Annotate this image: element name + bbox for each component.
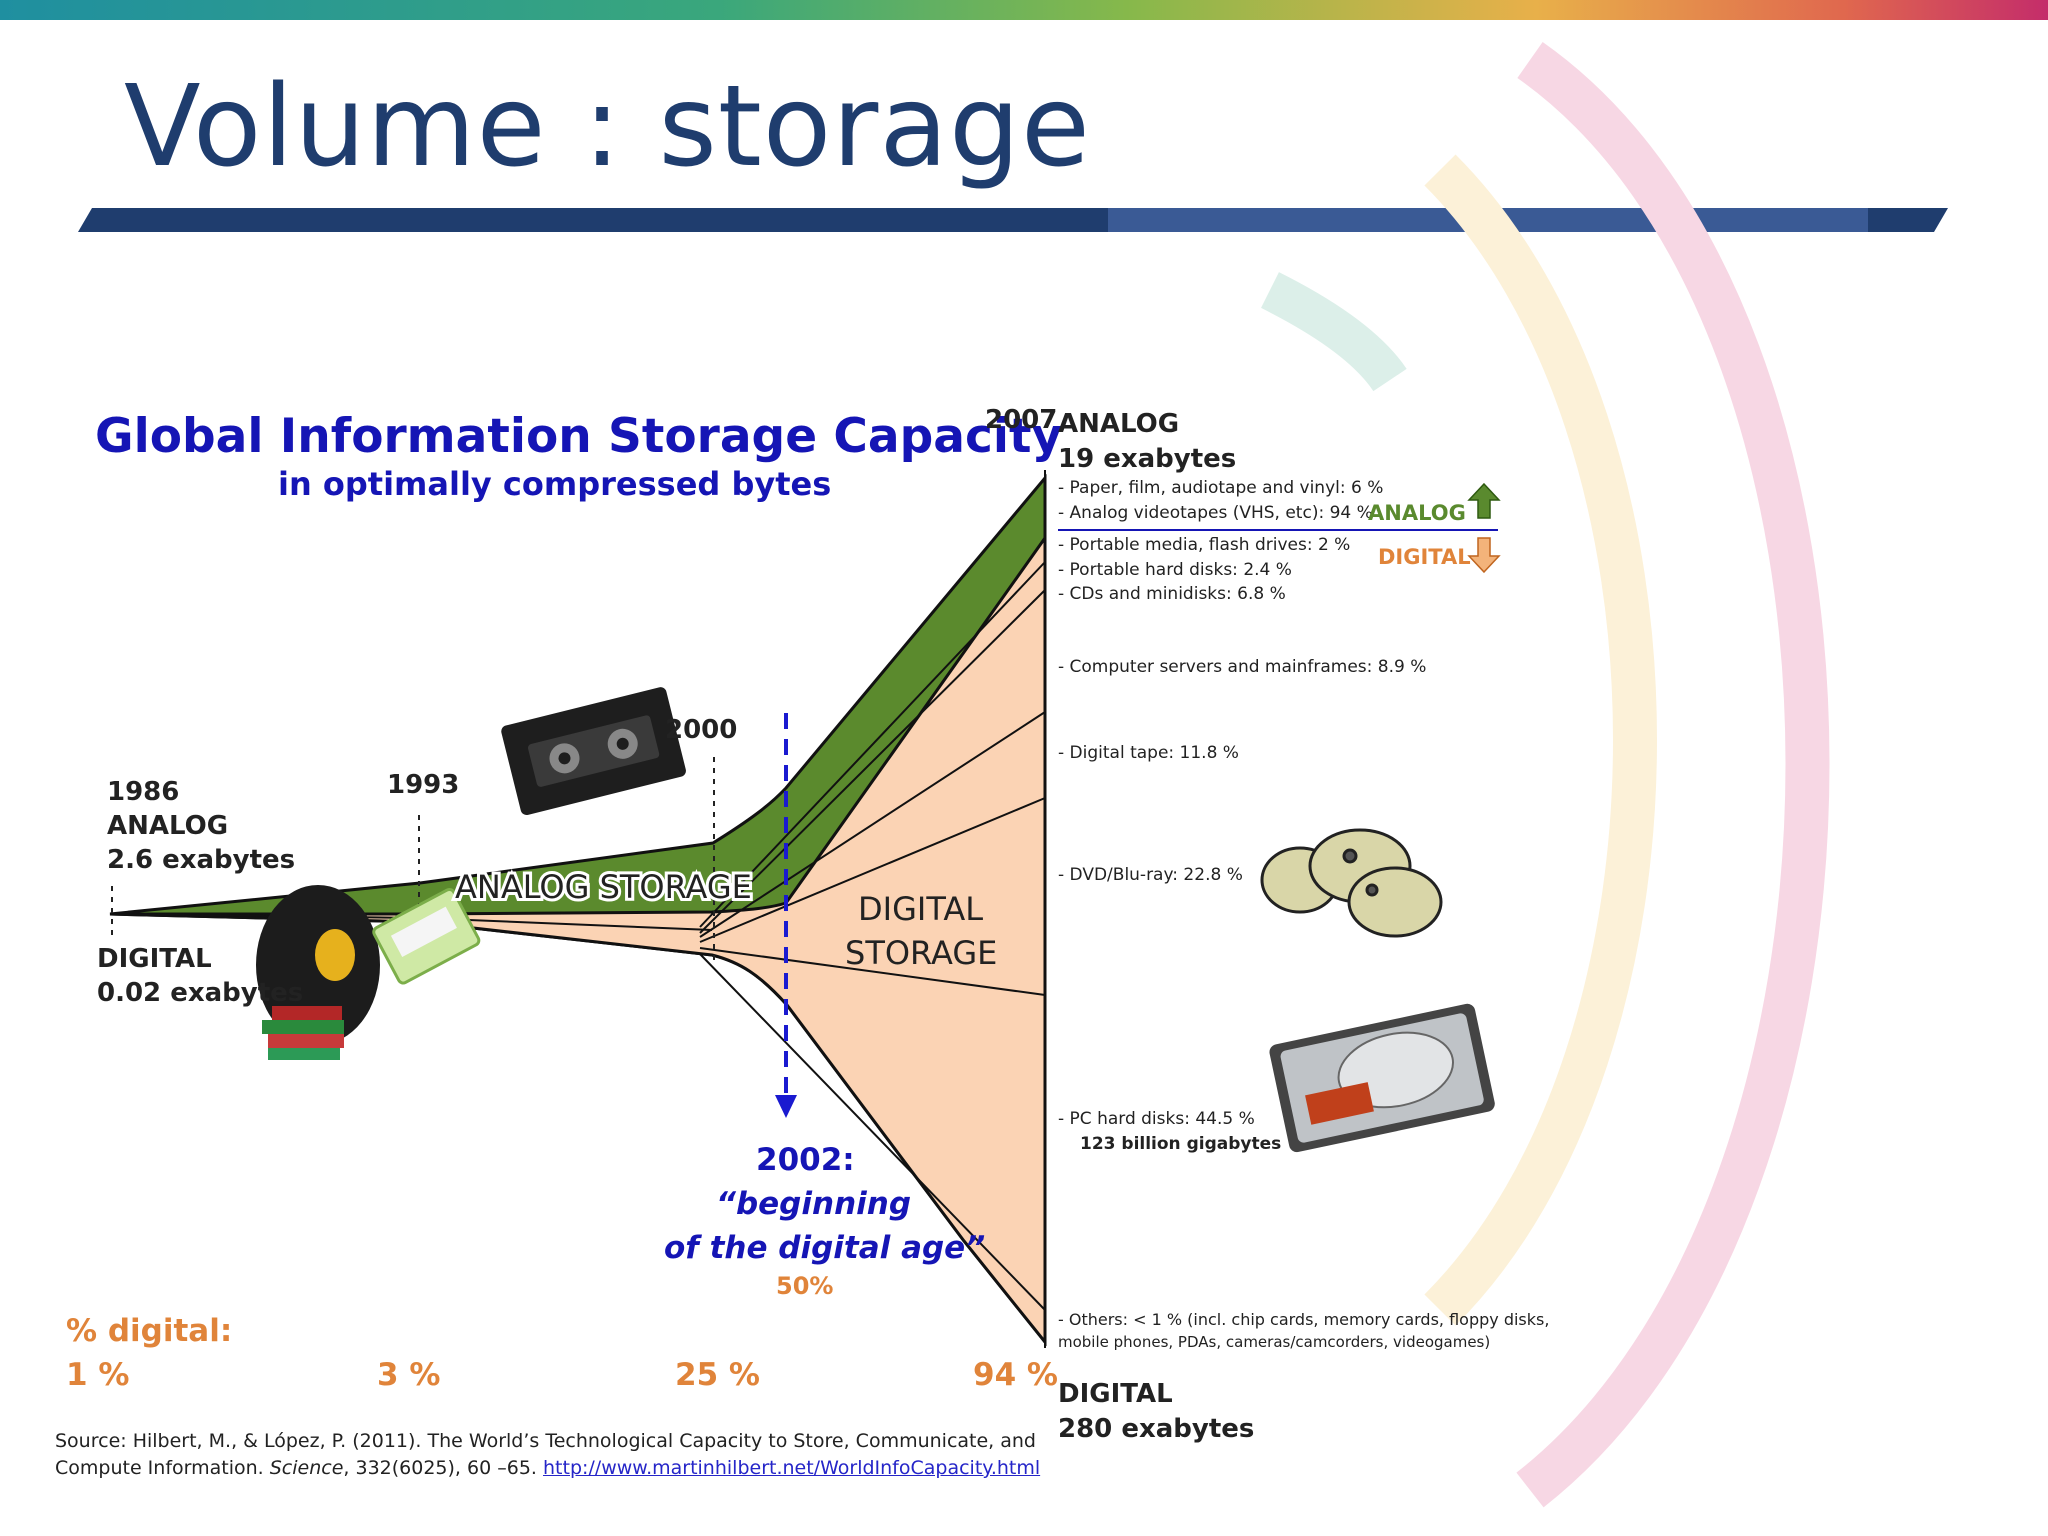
vinyl-record-icon: [256, 885, 380, 1045]
digital-breakdown-5: - DVD/Blu-ray: 22.8 %: [1058, 865, 1243, 885]
analog-1986-value: 2.6 exabytes: [107, 845, 295, 875]
digital-age-line2: of the digital age”: [664, 1230, 985, 1266]
digital-breakdown-1: - Portable hard disks: 2.4 %: [1058, 560, 1292, 580]
digital-breakdown-6: - PC hard disks: 44.5 %: [1058, 1109, 1255, 1129]
legend-analog: ANALOG: [1368, 501, 1466, 525]
source-line1: Source: Hilbert, M., & López, P. (2011).…: [55, 1430, 1036, 1452]
digital-breakdown-0: - Portable media, flash drives: 2 %: [1058, 535, 1350, 555]
digital-2007-value: 280 exabytes: [1058, 1414, 1254, 1444]
digital-split-lines: [109, 561, 1046, 1311]
pct-1993: 3 %: [377, 1357, 440, 1393]
digital-breakdown-2: - CDs and minidisks: 6.8 %: [1058, 584, 1286, 604]
digital-age-pct: 50%: [776, 1272, 833, 1300]
source-citation: Source: Hilbert, M., & López, P. (2011).…: [55, 1428, 1040, 1482]
dvd-discs-icon: [1260, 828, 1443, 938]
chart-subtitle: in optimally compressed bytes: [278, 465, 831, 503]
year-1993-label: 1993: [387, 770, 459, 800]
vhs-tape-icon: [501, 687, 686, 815]
year-2007-label: 2007: [985, 405, 1057, 435]
analog-storage-label-text: ANALOG STORAGE: [455, 868, 752, 906]
books-icon: [262, 1006, 344, 1060]
digital-age-marker: [775, 713, 797, 1118]
decorative-arcs: [1261, 42, 1830, 1508]
hard-disk-icon: [1269, 1003, 1495, 1153]
digital-age-year: 2002:: [756, 1142, 855, 1178]
source-line2-a: Compute Information.: [55, 1457, 264, 1479]
analog-breakdown-1: - Analog videotapes (VHS, etc): 94 %: [1058, 503, 1373, 523]
source-link[interactable]: http://www.martinhilbert.net/WorldInfoCa…: [543, 1457, 1041, 1479]
chart-title: Global Information Storage Capacity: [95, 409, 1062, 464]
top-accent-bar: [0, 0, 2048, 20]
digital-breakdown-3: - Computer servers and mainframes: 8.9 %: [1058, 657, 1426, 677]
digital-age-line1: “beginning: [716, 1186, 911, 1222]
pc-hard-disk-note: 123 billion gigabytes: [1080, 1134, 1281, 1154]
analog-storage-label: ANALOG STORAGE: [455, 868, 752, 906]
pct-digital-title: % digital:: [66, 1313, 232, 1349]
digital-breakdown-7: - Others: < 1 % (incl. chip cards, memor…: [1058, 1310, 1549, 1329]
year-2000-label: 2000: [665, 715, 737, 745]
pct-1986: 1 %: [66, 1357, 129, 1393]
cassette-icon: [372, 888, 481, 985]
digital-1986-label: DIGITAL: [97, 944, 212, 974]
analog-2007-label: ANALOG: [1058, 409, 1179, 439]
digital-storage-label-2: STORAGE: [845, 934, 997, 972]
digital-breakdown-4: - Digital tape: 11.8 %: [1058, 743, 1239, 763]
pct-2000: 25 %: [675, 1357, 760, 1393]
slide-title: Volume : storage: [124, 62, 1091, 192]
digital-storage-label-1: DIGITAL: [858, 890, 983, 928]
source-journal: Science: [269, 1457, 344, 1479]
year-1986-label: 1986: [107, 777, 179, 807]
digital-2007-label: DIGITAL: [1058, 1379, 1173, 1409]
digital-1986-value: 0.02 exabytes: [97, 978, 303, 1008]
others-line2: mobile phones, PDAs, cameras/camcorders,…: [1058, 1333, 1490, 1351]
digital-area: [109, 533, 1047, 1347]
source-line2: Compute Information. Science, 332(6025),…: [55, 1455, 1040, 1482]
arrow-up-icon: [1467, 482, 1501, 519]
pct-2007: 94 %: [973, 1357, 1058, 1393]
legend-digital: DIGITAL: [1378, 545, 1471, 569]
arrow-down-icon: [1467, 537, 1501, 574]
analog-2007-value: 19 exabytes: [1058, 444, 1236, 474]
analog-breakdown-0: - Paper, film, audiotape and vinyl: 6 %: [1058, 478, 1383, 498]
source-line2-b: , 332(6025), 60 –65.: [343, 1457, 537, 1479]
analog-1986-label: ANALOG: [107, 811, 228, 841]
